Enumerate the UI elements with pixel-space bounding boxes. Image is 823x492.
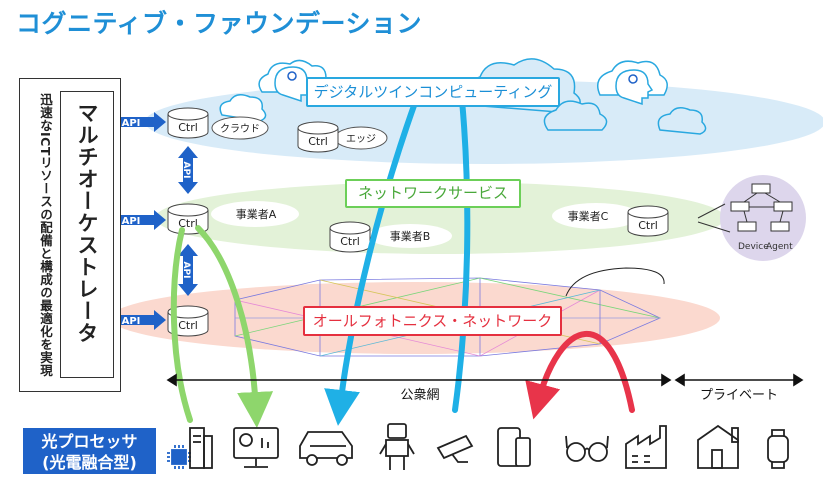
- page-title: コグニティブ・ファウンデーション: [16, 9, 423, 38]
- ctrl-edge: Ctrl: [297, 121, 339, 153]
- ctrl-b: Ctrl: [329, 221, 371, 253]
- vertical-api-arrows: [178, 146, 198, 296]
- ctrl-top: Ctrl: [167, 107, 209, 139]
- api-label-bottom: API: [122, 316, 141, 327]
- smartphone-icon: [497, 427, 531, 467]
- ctrl-c-label: Ctrl: [638, 219, 658, 232]
- car-icon: [299, 431, 353, 466]
- device-label: Device: [738, 242, 769, 252]
- monitor-chart-icon: [233, 427, 279, 468]
- api-vertical-upper-label: API: [181, 162, 191, 179]
- smartwatch-icon: [767, 429, 789, 469]
- ctrl-top-label: Ctrl: [178, 121, 198, 134]
- api-vertical-lower-label: API: [181, 262, 191, 279]
- api-label-mid: API: [122, 216, 141, 227]
- network-services-band: [155, 182, 725, 254]
- operator-a-label: 事業者A: [236, 208, 277, 221]
- glasses-icon: [565, 435, 609, 462]
- cctv-camera-icon: [436, 434, 474, 463]
- api-arrow-vertical-upper: [178, 146, 198, 194]
- operator-c-pill: [552, 203, 640, 229]
- orchestrator-label: マルチオーケストレータ: [75, 102, 99, 344]
- ctrl-mid-label: Ctrl: [178, 217, 198, 230]
- agent-label: Agent: [766, 242, 793, 252]
- operator-b-pill: [368, 224, 452, 248]
- photonic-processor-line2: (光電融合型): [42, 453, 137, 472]
- private-network-label: プライベート: [700, 388, 778, 403]
- green-arrows: [170, 225, 274, 428]
- ict-panel: 迅速なICTリソースの配備と構成の最適化を実現 マルチオーケストレータ: [19, 78, 121, 392]
- api-label-top: API: [122, 118, 141, 129]
- operator-c-label: 事業者C: [568, 210, 609, 223]
- public-network-label: 公衆網: [400, 387, 439, 403]
- device-icons: [167, 423, 789, 470]
- head-icon-right: [615, 69, 654, 106]
- digital-twin-label: デジタルツインコンピューティング: [306, 77, 560, 107]
- cyan-arrows: [324, 97, 471, 426]
- all-photonics-label: オールフォトニクス・ネットワーク: [303, 306, 562, 336]
- network-services-label: ネットワークサービス: [345, 179, 521, 208]
- orchestrator-box: マルチオーケストレータ: [60, 91, 114, 378]
- photonic-processor-box: 光プロセッサ (光電融合型): [23, 428, 156, 474]
- ctrl-bottom: Ctrl: [167, 305, 209, 337]
- server-icon: [189, 427, 213, 469]
- cloud-pill: [211, 116, 269, 140]
- operator-a-pill: [211, 201, 299, 227]
- network-scope-line: [166, 373, 804, 387]
- operator-b-label: 事業者B: [390, 230, 431, 243]
- factory-icon: [625, 425, 667, 469]
- red-arrow: [525, 331, 635, 420]
- ctrl-b-label: Ctrl: [340, 235, 360, 248]
- api-arrow-vertical-lower: [178, 244, 198, 296]
- callout-bubble: [565, 267, 665, 297]
- ctrl-bottom-label: Ctrl: [178, 319, 198, 332]
- robot-icon: [379, 423, 415, 470]
- device-agent-group: Device Agent: [697, 175, 806, 261]
- ctrl-edge-label: Ctrl: [308, 135, 328, 148]
- ict-panel-text: 迅速なICTリソースの配備と構成の最適化を実現: [38, 93, 53, 377]
- chip-icon: [167, 445, 191, 469]
- house-icon: [697, 424, 739, 469]
- cloud-label: クラウド: [220, 123, 260, 135]
- edge-label: エッジ: [346, 134, 376, 145]
- photonic-processor-line1: 光プロセッサ: [41, 432, 138, 451]
- ctrl-c: Ctrl: [627, 205, 669, 237]
